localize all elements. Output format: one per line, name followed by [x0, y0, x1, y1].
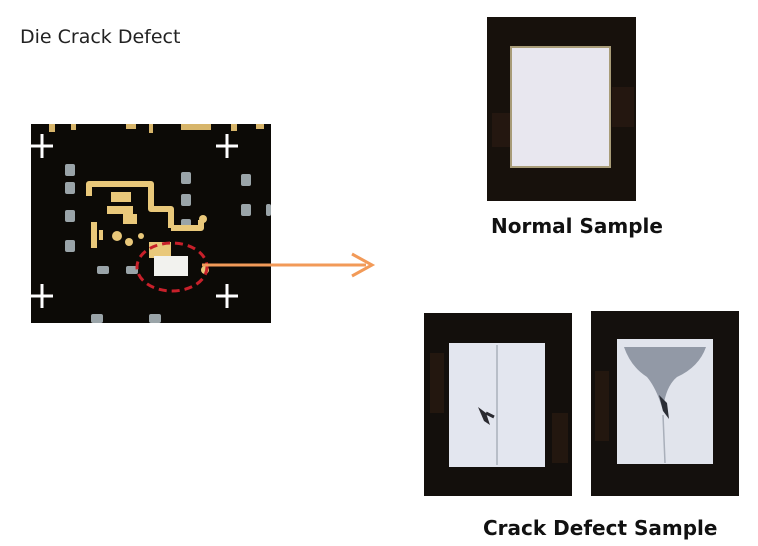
- pcb-board-image: [31, 124, 271, 323]
- crack-die-image-2: [591, 311, 739, 496]
- page-title: Die Crack Defect: [20, 26, 181, 48]
- normal-sample-caption: Normal Sample: [491, 214, 663, 238]
- arrow-right-icon: [200, 250, 380, 280]
- crack-sample-caption: Crack Defect Sample: [483, 516, 718, 540]
- crack-die-image-1: [424, 313, 572, 496]
- normal-die-image: [487, 17, 636, 201]
